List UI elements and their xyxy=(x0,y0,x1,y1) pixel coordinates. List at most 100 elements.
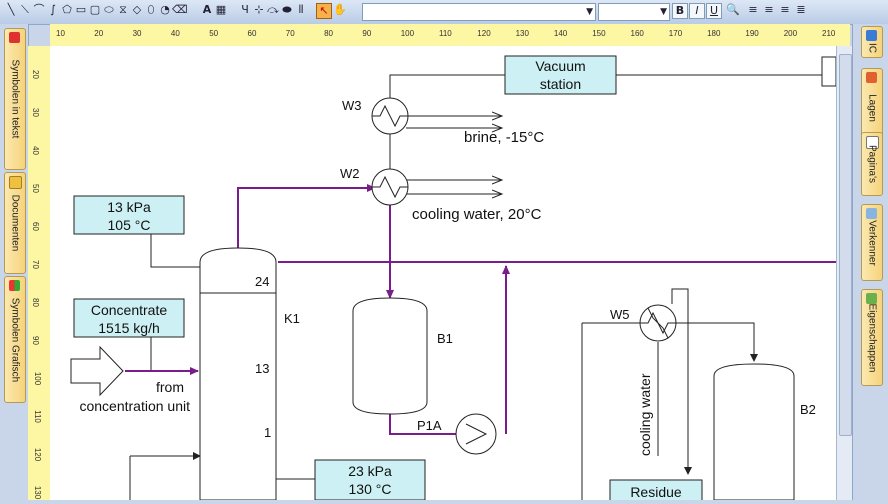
bottom-pressure: 23 kPa xyxy=(348,463,392,479)
w3-label: W3 xyxy=(342,98,362,113)
scrollbar-thumb[interactable] xyxy=(839,54,852,436)
ellipse-yellow-icon[interactable]: ⬬ xyxy=(282,3,292,16)
column-k1 xyxy=(199,247,277,501)
tab-label: Symbolen Grafisch xyxy=(9,297,21,382)
vacuum-station-box xyxy=(504,55,617,95)
cooling-water-vertical-label: cooling water xyxy=(637,373,653,456)
bold-button[interactable]: B xyxy=(672,3,688,19)
layers-icon xyxy=(866,72,877,83)
point-tool-icon[interactable]: ⊹ xyxy=(254,3,264,16)
ruler-top-label: 70 xyxy=(285,29,295,38)
justify-icon[interactable]: ≣ xyxy=(796,3,806,16)
tray-24-label: 24 xyxy=(255,274,269,289)
eraser-tool-icon[interactable]: ⌫ xyxy=(172,3,188,16)
vacuum-station-label-1: Vacuum xyxy=(535,58,585,74)
rectangle-tool-icon[interactable]: ▭ xyxy=(75,3,87,16)
feed-inlet-arrow xyxy=(70,345,124,397)
text-box-icon[interactable]: ▦ xyxy=(215,3,227,16)
ruler-top-label: 120 xyxy=(477,29,491,38)
polygon-tool-icon[interactable]: ⬠ xyxy=(62,3,72,16)
column-label: K1 xyxy=(284,311,300,326)
pages-icon xyxy=(866,136,879,149)
font-select[interactable]: ▼ xyxy=(362,3,596,21)
fill-tool-icon[interactable]: ◔ xyxy=(160,3,170,16)
vacuum-station-label-2: station xyxy=(540,76,581,92)
residue-label: Residue xyxy=(630,484,682,500)
b1-to-pump-line xyxy=(389,414,456,435)
p1a-label: P1A xyxy=(417,418,442,433)
chevron-down-icon: ▼ xyxy=(586,7,593,17)
align-tool-icon[interactable]: ⦀ xyxy=(298,3,304,16)
underline-button[interactable]: U xyxy=(706,3,722,19)
properties-icon xyxy=(866,293,877,304)
connector-tool-icon[interactable]: Ч xyxy=(241,3,249,16)
ellipse-tool-icon[interactable]: ⬭ xyxy=(104,3,114,16)
w5-to-b2-line xyxy=(672,322,758,362)
tab-ic[interactable]: IC xyxy=(861,26,883,58)
shape-tool-icon[interactable]: ⬯ xyxy=(147,3,155,16)
ruler-top-label: 150 xyxy=(592,29,606,38)
align-center-icon[interactable]: ≡ xyxy=(764,3,774,16)
ruler-top-label: 60 xyxy=(247,29,257,38)
ruler-top-label: 10 xyxy=(56,29,65,38)
ruler-top-label: 50 xyxy=(209,29,219,38)
brine-label: brine, -15°C xyxy=(464,129,544,146)
process-lines xyxy=(125,184,836,435)
ruler-left-label: 30 xyxy=(30,108,40,117)
b2-label: B2 xyxy=(800,402,816,417)
ruler-top-label: 130 xyxy=(515,29,529,38)
polyline-tool-icon[interactable]: ⟍ xyxy=(21,3,29,16)
top-condition-box xyxy=(73,195,185,235)
w2-label: W2 xyxy=(340,166,360,181)
tab-label: Lagen xyxy=(866,94,878,122)
select-pointer-icon[interactable]: ↖ xyxy=(316,3,332,19)
ruler-left-label: 110 xyxy=(32,410,42,423)
tab-symbolen-grafisch[interactable]: Symbolen Grafisch xyxy=(4,276,26,403)
tab-eigenschappen[interactable]: Eigenschappen xyxy=(861,289,883,386)
tray-1-label: 1 xyxy=(264,425,271,440)
toolbar: ╲ ⟍ ⌒ ∫ ⬠ ▭ ▢ ⬭ ⧖ ◇ ⬯ ◔ ⌫ A ▦ Ч ⊹ ⤼ ⬬ ⦀ … xyxy=(0,0,888,25)
bottom-condition-box xyxy=(314,459,426,501)
b1-label: B1 xyxy=(437,331,453,346)
drawing-canvas[interactable]: Vacuum station W3 brine, -15°C W2 coolin… xyxy=(50,46,837,504)
ruler-top-label: 100 xyxy=(400,29,415,38)
zoom-icon[interactable]: 🔍 xyxy=(726,3,740,16)
line-tool-icon[interactable]: ╲ xyxy=(7,3,15,16)
feed-name: Concentrate xyxy=(91,302,167,318)
vertical-scrollbar[interactable] xyxy=(836,46,853,500)
align-left-icon[interactable]: ≡ xyxy=(748,3,758,16)
curve-tool-icon[interactable]: ∫ xyxy=(50,3,56,16)
tab-paginas[interactable]: Pagina's xyxy=(861,132,883,196)
right-dock-panel: IC Lagen Pagina's Verkenner Eigenschappe… xyxy=(852,24,888,500)
align-right-icon[interactable]: ≡ xyxy=(780,3,790,16)
arc-tool-icon[interactable]: ⌒ xyxy=(33,3,45,16)
explorer-icon xyxy=(866,208,877,219)
ruler-left-label: 80 xyxy=(30,298,40,307)
pan-hand-icon[interactable]: ✋ xyxy=(333,3,347,16)
top-pressure: 13 kPa xyxy=(107,199,151,215)
w5-label: W5 xyxy=(610,307,630,322)
tab-label: IC xyxy=(866,43,878,53)
tray-13-label: 13 xyxy=(255,361,269,376)
tab-lagen[interactable]: Lagen xyxy=(861,68,883,148)
tab-symbolen-in-tekst[interactable]: Symbolen in tekst xyxy=(4,28,26,170)
diamond-tool-icon[interactable]: ◇ xyxy=(132,3,142,16)
tab-label: Pagina's xyxy=(866,144,878,184)
ruler-top-label: 210 xyxy=(822,29,836,38)
cooling-water-out-line xyxy=(671,288,692,475)
node-tool-icon[interactable]: ⤼ xyxy=(267,3,279,16)
italic-button[interactable]: I xyxy=(689,3,705,19)
ruler-top-label: 110 xyxy=(439,29,452,38)
size-select[interactable]: ▼ xyxy=(598,3,670,21)
chevron-down-icon: ▼ xyxy=(660,7,667,17)
text-tool-button[interactable]: A xyxy=(202,3,212,16)
hourglass-tool-icon[interactable]: ⧖ xyxy=(119,3,127,16)
ruler-top-label: 30 xyxy=(132,29,142,38)
tab-verkenner[interactable]: Verkenner xyxy=(861,204,883,281)
ruler-top-label: 40 xyxy=(170,29,180,38)
ruler-left-label: 50 xyxy=(30,184,40,193)
vacuum-outlet-box xyxy=(821,56,837,87)
rounded-rect-tool-icon[interactable]: ▢ xyxy=(89,3,101,16)
tab-documenten[interactable]: Documenten xyxy=(4,172,26,274)
